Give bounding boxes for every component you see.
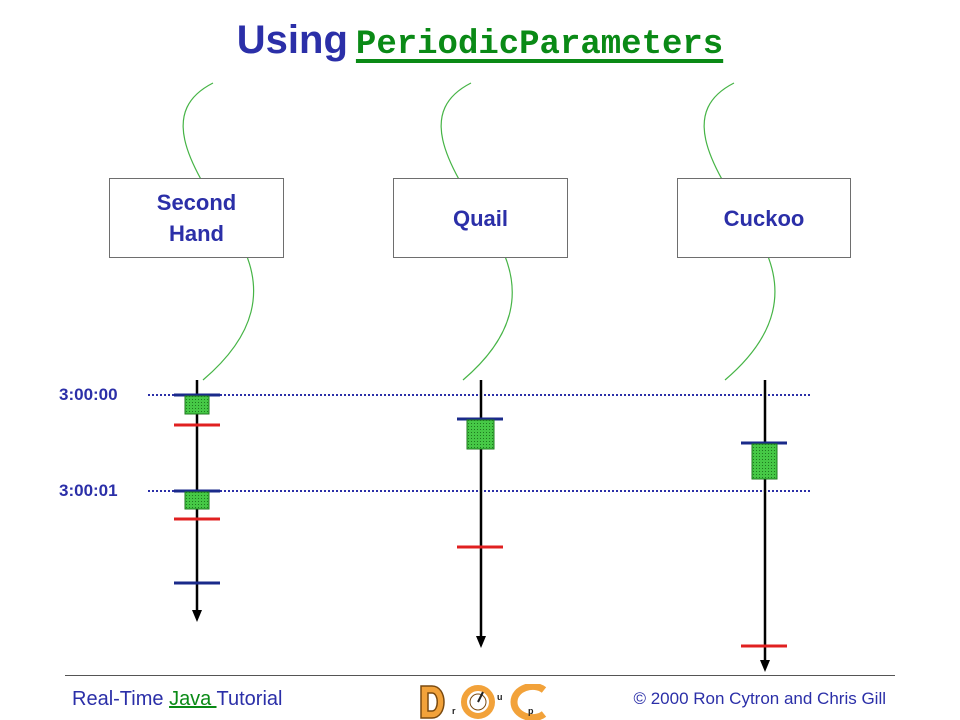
timeline-arrowhead-second-hand	[192, 610, 202, 622]
logo-letter: u	[497, 692, 503, 702]
box-quail: Quail	[393, 178, 568, 258]
footer-prefix: Real-Time	[72, 688, 170, 710]
footer-divider	[65, 675, 895, 676]
time-label-0: 3:00:00	[59, 385, 118, 404]
java-link[interactable]: Java	[169, 688, 217, 710]
logo-c-shape	[510, 684, 547, 720]
logo-d-shape	[420, 685, 445, 719]
time-label-1: 3:00:01	[59, 481, 118, 500]
footer-left-text: Real-Time Java Tutorial	[72, 688, 282, 711]
logo-letter: p	[528, 706, 534, 716]
execution-block	[466, 419, 495, 450]
box-label-line: Hand	[169, 221, 224, 246]
logo-letter: r	[452, 706, 456, 716]
box-label-line: Second	[156, 190, 237, 215]
box-label-line: Cuckoo	[723, 205, 805, 231]
execution-block	[751, 443, 778, 480]
logo-clock-hand	[477, 691, 484, 703]
execution-block	[184, 491, 210, 510]
logo-o-ring	[461, 685, 495, 719]
title-prefix: Using	[236, 18, 348, 62]
footer-suffix: Tutorial	[216, 688, 283, 710]
timeline-arrowhead-quail	[476, 636, 486, 648]
timeline-arrowhead-cuckoo	[760, 660, 770, 672]
box-cuckoo: Cuckoo	[677, 178, 851, 258]
doc-logo: r u p	[420, 684, 547, 720]
title-code: PeriodicParameters	[355, 26, 724, 64]
box-second-hand: Second Hand	[109, 178, 284, 258]
box-label-line: Quail	[452, 205, 508, 231]
execution-block	[184, 395, 210, 415]
copyright-text: © 2000 Ron Cytron and Chris Gill	[633, 689, 886, 708]
